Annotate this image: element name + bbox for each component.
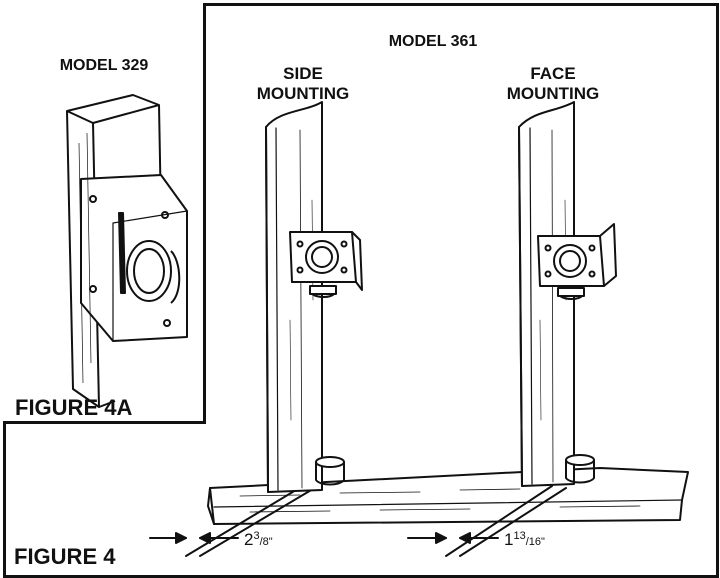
figure-4a-label: FIGURE 4A	[15, 395, 133, 420]
side-label-line1: SIDE	[283, 64, 323, 83]
dimension-arrows	[149, 532, 499, 544]
side-label-line2: MOUNTING	[256, 84, 350, 103]
side-stud	[265, 101, 323, 493]
dimension-side: 23/8"	[244, 530, 273, 549]
model-329-illustration	[66, 94, 188, 408]
side-mounting-label: SIDE MOUNTING	[248, 64, 358, 104]
dimension-face: 113/16"	[504, 530, 545, 549]
face-bracket	[537, 223, 617, 300]
pipe-stubs	[315, 454, 595, 486]
model-361-label: MODEL 361	[388, 33, 478, 50]
model-329-label: MODEL 329	[59, 57, 149, 74]
face-label-line1: FACE	[530, 64, 576, 83]
face-label-line2: MOUNTING	[506, 84, 600, 103]
face-mounting-label: FACE MOUNTING	[498, 64, 608, 104]
face-stud	[518, 101, 575, 487]
floor-lines	[185, 483, 567, 557]
inset-panel: MODEL 329 FIGURE 4A	[3, 3, 206, 424]
figure-4-label: FIGURE 4	[14, 544, 116, 569]
side-bracket	[289, 231, 363, 298]
